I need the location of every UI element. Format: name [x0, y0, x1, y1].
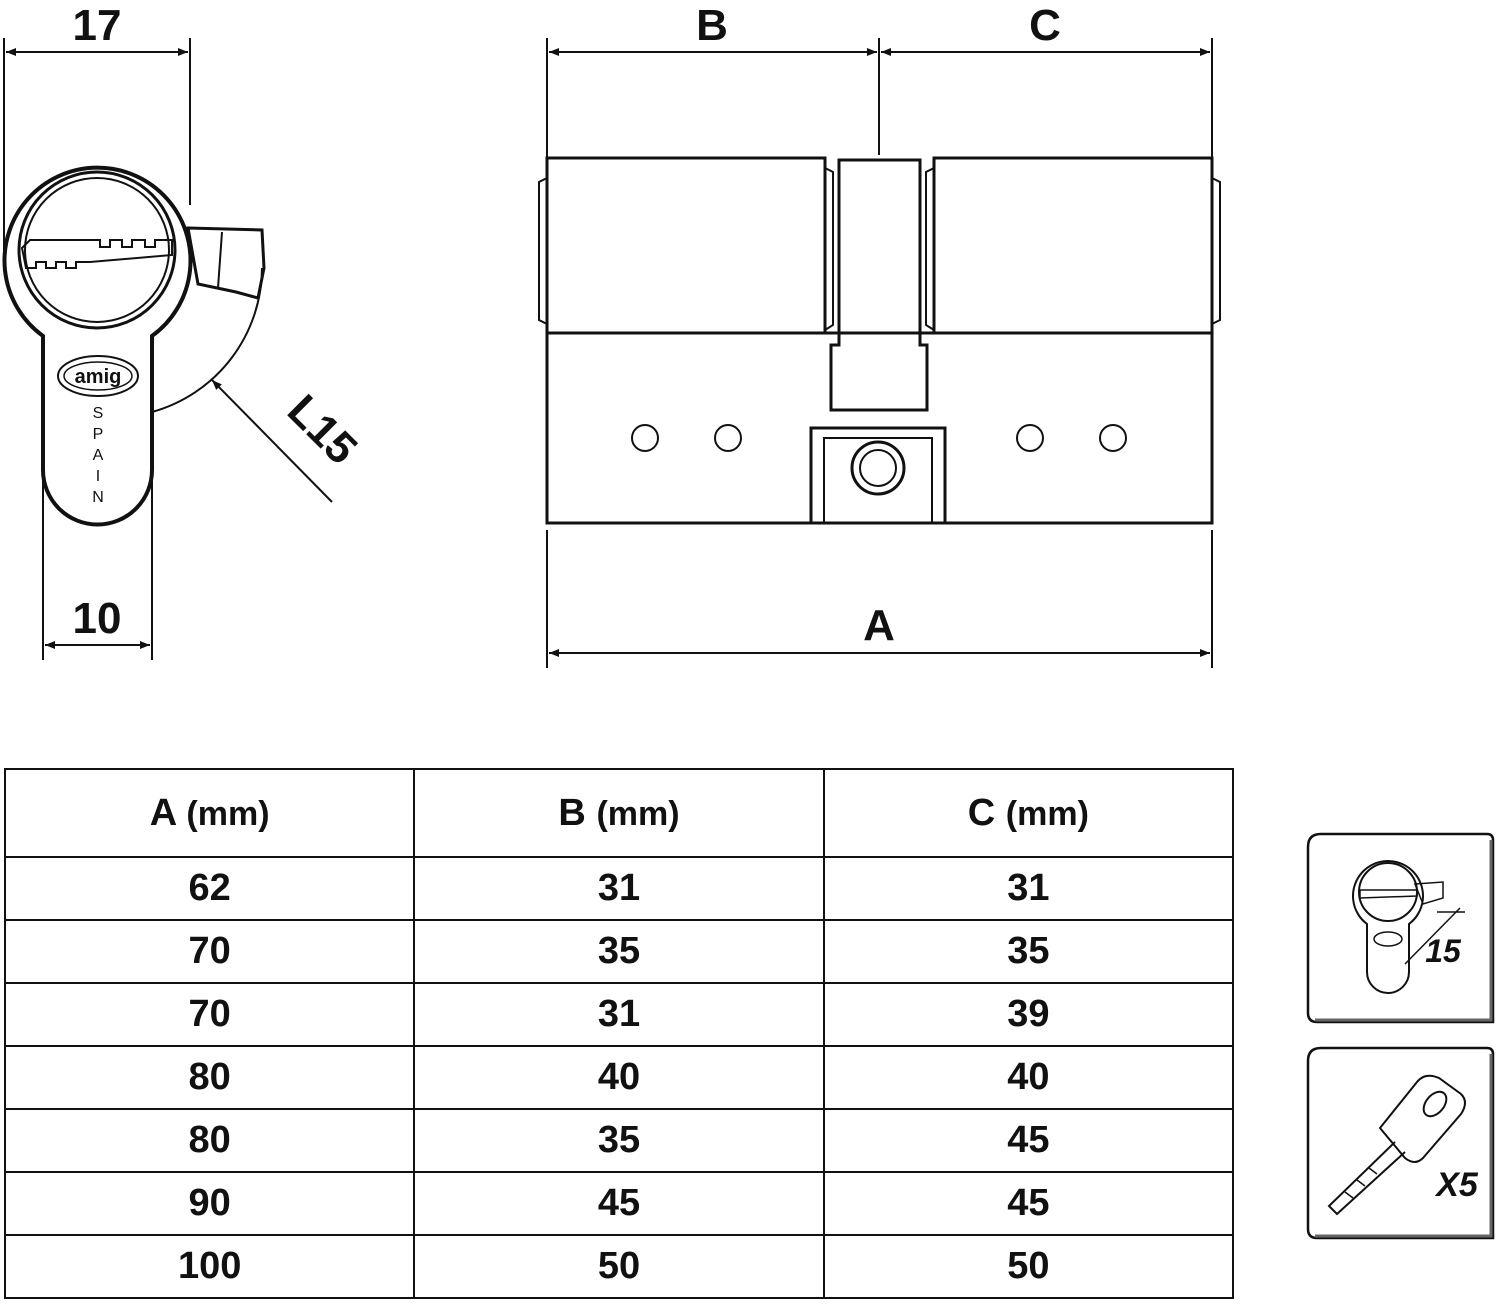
- header-unit: (mm): [186, 794, 270, 833]
- cam-rotation-arc: [151, 267, 263, 413]
- table-cell: 45: [822, 1108, 1235, 1173]
- pin-hole: [1099, 424, 1127, 452]
- keys-badge: X5: [1305, 1046, 1495, 1242]
- keys-badge-label: X5: [1434, 1166, 1479, 1204]
- cylinder-profile-outline: [2, 165, 193, 527]
- amig-logo: [57, 355, 139, 397]
- width-dimension-label: 17: [73, 1, 122, 50]
- pin-hole: [1016, 424, 1044, 452]
- table-row: 90 45 45: [3, 1171, 1235, 1236]
- radius-leader-line: [211, 379, 333, 503]
- header-unit: (mm): [1005, 794, 1089, 833]
- header-unit: (mm): [596, 794, 680, 833]
- technical-drawing: amig S P A I N 17 10 L15: [2, 1, 1221, 668]
- left-barrel: [545, 156, 827, 335]
- keyway: [20, 239, 173, 269]
- table-cell: 39: [822, 982, 1235, 1047]
- cam-slot: [829, 158, 929, 412]
- key-icon: [1327, 1074, 1466, 1216]
- header-letter: C: [967, 791, 996, 834]
- front-view: [538, 38, 1221, 668]
- spain-stamp: S P A I N: [92, 405, 104, 506]
- table-header-row: A (mm) B (mm) C (mm): [3, 768, 1235, 858]
- table-cell: 35: [413, 1108, 825, 1173]
- spain-letter: P: [93, 426, 104, 443]
- table-cell: 70: [3, 919, 416, 984]
- pin-hole: [714, 424, 742, 452]
- a-dimension-label: A: [863, 601, 895, 650]
- cam-badge-label: 15: [1425, 933, 1462, 969]
- table-row: 70 31 39: [3, 982, 1235, 1047]
- table-cell: 35: [413, 919, 825, 984]
- table-row: 80 35 45: [3, 1108, 1235, 1173]
- table-cell: 62: [3, 856, 416, 921]
- table-cell: 40: [413, 1045, 825, 1110]
- b-dimension-label: B: [696, 1, 728, 50]
- table-cell: 31: [413, 856, 825, 921]
- table-cell: 31: [413, 982, 825, 1047]
- table-cell: 40: [822, 1045, 1235, 1110]
- spain-letter: N: [92, 489, 104, 506]
- table-row: 100 50 50: [3, 1234, 1235, 1299]
- column-header-c: C (mm): [822, 768, 1235, 858]
- logo-text: amig: [75, 366, 122, 388]
- table-cell: 31: [822, 856, 1235, 921]
- table-cell: 35: [822, 919, 1235, 984]
- plug-circle: [17, 170, 177, 330]
- spain-letter: A: [93, 447, 104, 464]
- side-view: [2, 38, 266, 660]
- table-row: 70 35 35: [3, 919, 1235, 984]
- c-dimension-label: C: [1029, 1, 1061, 50]
- column-header-b: B (mm): [413, 768, 825, 858]
- bottom-dimension-label: 10: [73, 594, 122, 643]
- table-row: 80 40 40: [3, 1045, 1235, 1110]
- spain-letter: S: [93, 405, 104, 422]
- table-cell: 80: [3, 1108, 416, 1173]
- table-cell: 45: [413, 1171, 825, 1236]
- table-cell: 100: [3, 1234, 416, 1299]
- table-row: 62 31 31: [3, 856, 1235, 921]
- table-cell: 50: [413, 1234, 825, 1299]
- cam: [186, 226, 266, 300]
- header-letter: B: [558, 791, 586, 834]
- spain-letter: I: [96, 468, 100, 485]
- header-letter: A: [149, 791, 176, 834]
- fixing-screw-hole: [850, 440, 906, 496]
- column-header-a: A (mm): [3, 768, 416, 858]
- cylinder-profile-icon: [1352, 860, 1465, 994]
- pin-hole: [631, 424, 659, 452]
- table-cell: 50: [822, 1234, 1235, 1299]
- table-cell: 45: [822, 1171, 1235, 1236]
- cam-badge: 15: [1305, 832, 1495, 1026]
- right-barrel: [932, 156, 1214, 335]
- table-cell: 80: [3, 1045, 416, 1110]
- dimensions-table: A (mm) B (mm) C (mm) 62 31 31 70 35 35 7…: [3, 768, 1235, 1299]
- table-cell: 90: [3, 1171, 416, 1236]
- table-cell: 70: [3, 982, 416, 1047]
